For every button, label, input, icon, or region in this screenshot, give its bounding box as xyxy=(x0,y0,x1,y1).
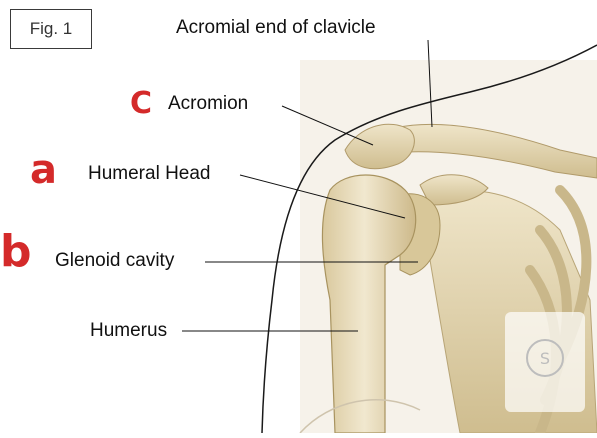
label-acromial-end-of-clavicle: Acromial end of clavicle xyxy=(176,17,376,39)
label-glenoid-cavity: Glenoid cavity xyxy=(55,250,174,272)
figure-label: Fig. 1 xyxy=(10,9,92,49)
watermark-logo: S xyxy=(505,312,585,412)
label-humeral-head: Humeral Head xyxy=(88,163,211,185)
letter-a: a xyxy=(30,150,57,190)
letter-c: C xyxy=(130,89,152,119)
svg-text:S: S xyxy=(540,349,550,368)
label-humerus: Humerus xyxy=(90,320,167,342)
letter-b: b xyxy=(0,230,32,274)
label-acromion: Acromion xyxy=(168,93,248,115)
